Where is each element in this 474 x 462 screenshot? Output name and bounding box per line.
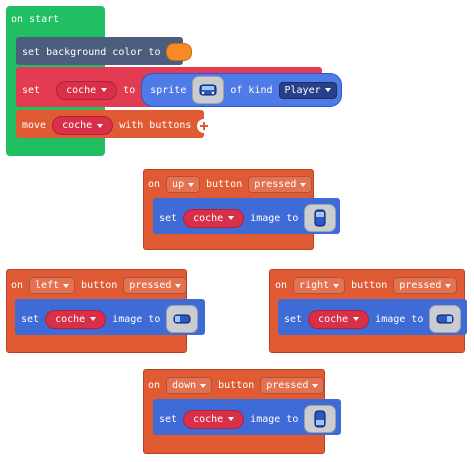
chevron-down-icon xyxy=(101,88,108,92)
button-label: button xyxy=(81,280,118,291)
state-dropdown[interactable]: pressed xyxy=(123,277,188,294)
variable-name: coche xyxy=(193,212,224,224)
image-to-label: image to xyxy=(250,212,299,224)
to-label: to xyxy=(123,84,136,96)
car-left-icon xyxy=(173,314,191,324)
set-label: set xyxy=(21,313,40,325)
variable-name: coche xyxy=(193,413,224,425)
state-value: pressed xyxy=(129,280,172,291)
chevron-down-icon xyxy=(312,383,319,388)
key-value: up xyxy=(172,179,185,190)
image-picker[interactable] xyxy=(304,204,337,232)
set-label: set xyxy=(159,413,178,425)
chevron-down-icon xyxy=(175,283,182,288)
chevron-down-icon xyxy=(228,417,235,421)
key-dropdown[interactable]: left xyxy=(29,277,76,294)
color-picker-swatch[interactable] xyxy=(166,43,193,61)
sprite-creator-block[interactable]: sprite of kind Player xyxy=(141,73,342,107)
car-down-icon xyxy=(314,410,326,428)
sprite-image-picker[interactable] xyxy=(192,76,225,104)
on-label: on xyxy=(148,380,161,391)
key-value: left xyxy=(35,280,60,291)
state-dropdown[interactable]: pressed xyxy=(248,176,313,193)
variable-coche-dropdown[interactable]: coche xyxy=(183,208,245,228)
image-picker[interactable] xyxy=(166,305,199,333)
state-dropdown[interactable]: pressed xyxy=(260,377,325,394)
chevron-down-icon xyxy=(63,283,70,288)
state-value: pressed xyxy=(266,380,309,391)
image-to-label: image to xyxy=(375,313,424,325)
chevron-down-icon xyxy=(228,216,235,220)
image-picker[interactable] xyxy=(429,305,462,333)
state-dropdown[interactable]: pressed xyxy=(393,277,458,294)
with-buttons-label: with buttons xyxy=(119,120,192,131)
chevron-down-icon xyxy=(324,88,331,92)
key-dropdown[interactable]: right xyxy=(293,277,346,294)
chevron-down-icon xyxy=(333,283,340,288)
sprite-label: sprite xyxy=(150,84,187,96)
on-label: on xyxy=(11,280,24,291)
chevron-down-icon xyxy=(353,317,360,321)
set-label: set xyxy=(159,212,178,224)
state-value: pressed xyxy=(254,179,297,190)
image-to-label: image to xyxy=(250,413,299,425)
car-up-icon xyxy=(314,209,326,227)
button-label: button xyxy=(206,179,243,190)
chevron-down-icon xyxy=(300,182,307,187)
variable-coche-dropdown[interactable]: coche xyxy=(52,116,114,135)
image-picker[interactable] xyxy=(304,405,337,433)
chevron-down-icon xyxy=(445,283,452,288)
variable-name: coche xyxy=(66,84,97,96)
chevron-down-icon xyxy=(97,123,104,128)
set-label: set xyxy=(22,84,41,96)
variable-name: coche xyxy=(62,120,93,131)
add-icon[interactable] xyxy=(197,118,212,133)
variable-name: coche xyxy=(55,313,86,325)
button-label: button xyxy=(218,380,255,391)
button-label: button xyxy=(351,280,388,291)
of-kind-label: of kind xyxy=(230,84,273,96)
set-background-block[interactable] xyxy=(16,37,183,65)
car-front-icon xyxy=(199,84,217,96)
chevron-down-icon xyxy=(188,182,195,187)
set-label: set xyxy=(284,313,303,325)
key-dropdown[interactable]: up xyxy=(166,176,201,193)
chevron-down-icon xyxy=(90,317,97,321)
on-label: on xyxy=(148,179,161,190)
on-label: on xyxy=(275,280,288,291)
variable-coche-dropdown[interactable]: coche xyxy=(45,309,107,329)
key-dropdown[interactable]: down xyxy=(166,377,213,394)
move-label: move xyxy=(22,120,47,131)
kind-value: Player xyxy=(284,84,321,96)
variable-name: coche xyxy=(318,313,349,325)
set-background-label: set background color to xyxy=(22,46,161,58)
key-value: down xyxy=(172,380,197,391)
variable-coche-dropdown[interactable]: coche xyxy=(56,80,118,100)
car-right-icon xyxy=(436,314,454,324)
chevron-down-icon xyxy=(200,383,207,388)
variable-coche-dropdown[interactable]: coche xyxy=(308,309,370,329)
kind-dropdown[interactable]: Player xyxy=(278,81,337,99)
variable-coche-dropdown[interactable]: coche xyxy=(183,409,245,429)
state-value: pressed xyxy=(399,280,442,291)
on-start-label: on start xyxy=(11,14,60,25)
image-to-label: image to xyxy=(112,313,161,325)
key-value: right xyxy=(299,280,330,291)
